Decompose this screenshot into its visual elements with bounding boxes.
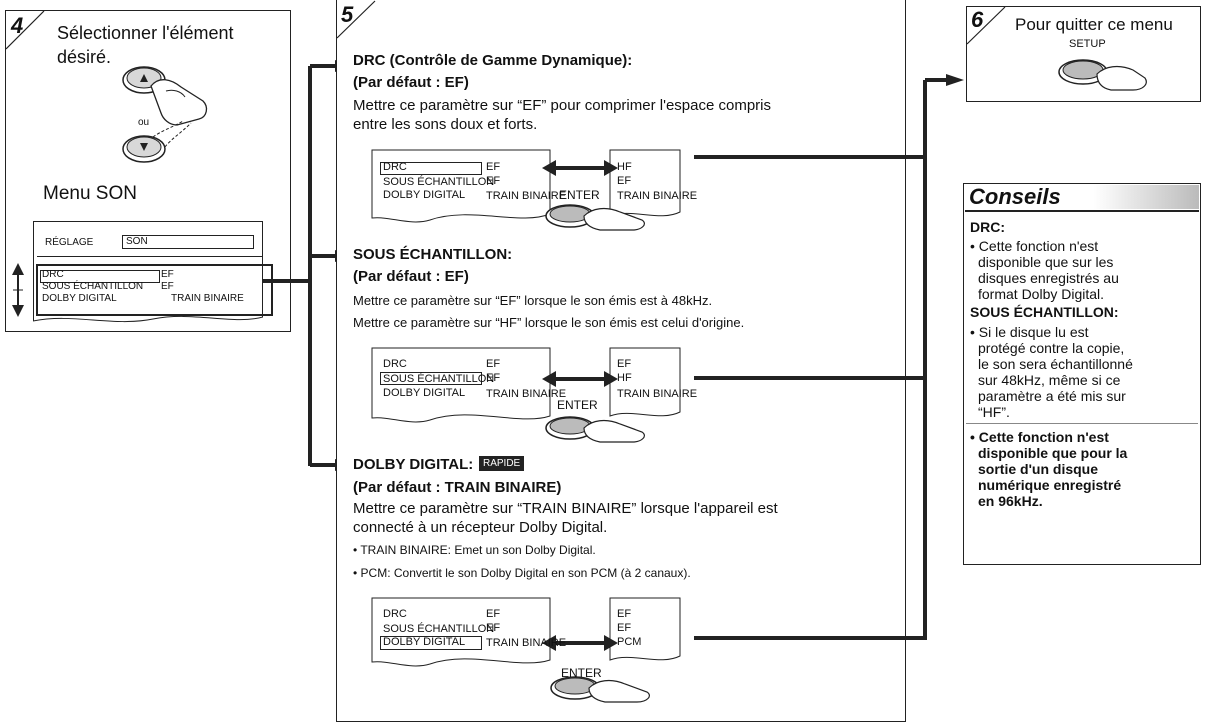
sous-left-row1-value: EF	[486, 358, 500, 370]
sous-left-row2-value: EF	[486, 372, 500, 384]
drc-left-row1-name: DRC	[383, 161, 407, 173]
drc-left-row3-value: TRAIN BINAIRE	[486, 190, 566, 202]
drc-right-row3-value: TRAIN BINAIRE	[617, 190, 697, 202]
drc-left-row1-value: EF	[486, 161, 500, 173]
screen-header-field: SON	[122, 235, 254, 249]
sous-left-row1-name: DRC	[383, 358, 407, 370]
dolby-desc-line2: connecté à un récepteur Dolby Digital.	[353, 519, 607, 536]
rapide-badge: RAPIDE	[479, 456, 524, 471]
screen-row-dolby-name: DOLBY DIGITAL	[42, 293, 117, 304]
dolby-bullet2: • PCM: Convertit le son Dolby Digital en…	[353, 566, 691, 580]
dolby-left-row1-value: EF	[486, 608, 500, 620]
dolby-left-row2-value: EF	[486, 622, 500, 634]
sous-desc-line1: Mettre ce paramètre sur “EF” lorsque le …	[353, 293, 712, 308]
conseils-title: Conseils	[969, 184, 1061, 210]
conseils-bold-line1: • Cette fonction n'est	[970, 429, 1109, 445]
conseils-bold-line3: sortie d'un disque	[978, 461, 1098, 477]
drc-right-row2-value: EF	[617, 175, 631, 187]
menu-son-title: Menu SON	[43, 183, 137, 205]
or-label: ou	[138, 117, 149, 128]
dolby-screens-illustration	[370, 594, 690, 714]
dolby-left-row3-value: TRAIN BINAIRE	[486, 637, 566, 649]
dolby-right-row3-value: PCM	[617, 636, 641, 648]
setup-button-label: SETUP	[1069, 38, 1106, 50]
sous-enter-label: ENTER	[557, 398, 598, 412]
conseils-sous-line2: protégé contre la copie,	[978, 340, 1124, 356]
drc-left-row3-name: DOLBY DIGITAL	[383, 189, 465, 201]
conseils-drc-heading: DRC:	[970, 219, 1005, 235]
sous-right-row1-value: EF	[617, 358, 631, 370]
sous-heading: SOUS ÉCHANTILLON:	[353, 246, 512, 263]
step6-instruction: Pour quitter ce menu	[1015, 15, 1173, 35]
conseils-drc-line3: disques enregistrés au	[978, 270, 1119, 286]
screen-row-sous-value: EF	[161, 281, 174, 292]
conseils-separator	[966, 423, 1198, 424]
conseils-drc-line1: • Cette fonction n'est	[970, 238, 1098, 254]
conseils-bold-line4: numérique enregistré	[978, 477, 1121, 493]
dolby-left-row1-name: DRC	[383, 608, 407, 620]
screen-row-drc-value: EF	[161, 269, 174, 280]
step4-instruction-line2: désiré.	[57, 47, 111, 68]
step6-number: 6	[971, 7, 983, 33]
sous-right-row2-value: HF	[617, 372, 632, 384]
conseils-bold-line2: disponible que pour la	[978, 445, 1127, 461]
up-down-buttons-illustration	[111, 61, 221, 171]
step5-to-step6-connector	[690, 60, 970, 670]
step4-panel: 4 Sélectionner l'élément désiré. ou Menu…	[5, 10, 291, 332]
dolby-left-row2-name: SOUS ÉCHANTILLON	[383, 623, 494, 635]
sous-left-row2-name: SOUS ÉCHANTILLON	[383, 373, 494, 385]
drc-left-row2-value: EF	[486, 175, 500, 187]
dolby-right-row1-value: EF	[617, 608, 631, 620]
step4-instruction-line1: Sélectionner l'élément	[57, 23, 234, 44]
conseils-drc-line2: disponible que sur les	[978, 254, 1113, 270]
screen-header-value: SON	[126, 236, 148, 247]
conseils-sous-line6: “HF”.	[978, 404, 1010, 420]
conseils-title-rule	[965, 210, 1199, 212]
drc-right-row1-value: HF	[617, 161, 632, 173]
conseils-bold-line5: en 96kHz.	[978, 493, 1043, 509]
dolby-left-row3-name: DOLBY DIGITAL	[383, 636, 465, 648]
screen-divider	[37, 256, 263, 257]
conseils-sous-line4: sur 48kHz, même si ce	[978, 372, 1120, 388]
conseils-sous-line1: • Si le disque lu est	[970, 324, 1089, 340]
screen-header-label: RÉGLAGE	[45, 237, 93, 248]
drc-enter-label: ENTER	[559, 188, 600, 202]
sous-desc-line2: Mettre ce paramètre sur “HF” lorsque le …	[353, 315, 744, 330]
sous-default: (Par défaut : EF)	[353, 268, 469, 285]
dolby-heading: DOLBY DIGITAL:	[353, 456, 473, 473]
screen-row-sous-name: SOUS ÉCHANTILLON	[42, 281, 143, 292]
drc-default: (Par défaut : EF)	[353, 74, 469, 91]
screen-row-drc-name: DRC	[42, 269, 64, 280]
sous-left-row3-value: TRAIN BINAIRE	[486, 388, 566, 400]
dolby-default: (Par défaut : TRAIN BINAIRE)	[353, 479, 561, 496]
drc-heading: DRC (Contrôle de Gamme Dynamique):	[353, 52, 632, 69]
setup-button-icon	[1055, 52, 1155, 96]
dolby-bullet1: • TRAIN BINAIRE: Emet un son Dolby Digit…	[353, 543, 596, 557]
conseils-sous-heading: SOUS ÉCHANTILLON:	[970, 304, 1119, 320]
conseils-sous-line5: paramètre a été mis sur	[978, 388, 1126, 404]
dolby-right-row2-value: EF	[617, 622, 631, 634]
drc-left-row2-name: SOUS ÉCHANTILLON	[383, 176, 494, 188]
screen-row-dolby-value: TRAIN BINAIRE	[171, 293, 244, 304]
conseils-sous-line3: le son sera échantillonné	[978, 356, 1133, 372]
dolby-enter-label: ENTER	[561, 666, 602, 680]
drc-desc-line2: entre les sons doux et forts.	[353, 116, 537, 133]
step5-number: 5	[341, 2, 353, 28]
sous-right-row3-value: TRAIN BINAIRE	[617, 388, 697, 400]
step4-number: 4	[11, 13, 23, 39]
conseils-drc-line4: format Dolby Digital.	[978, 286, 1104, 302]
sous-left-row3-name: DOLBY DIGITAL	[383, 387, 465, 399]
up-down-arrow-icon	[10, 261, 26, 319]
